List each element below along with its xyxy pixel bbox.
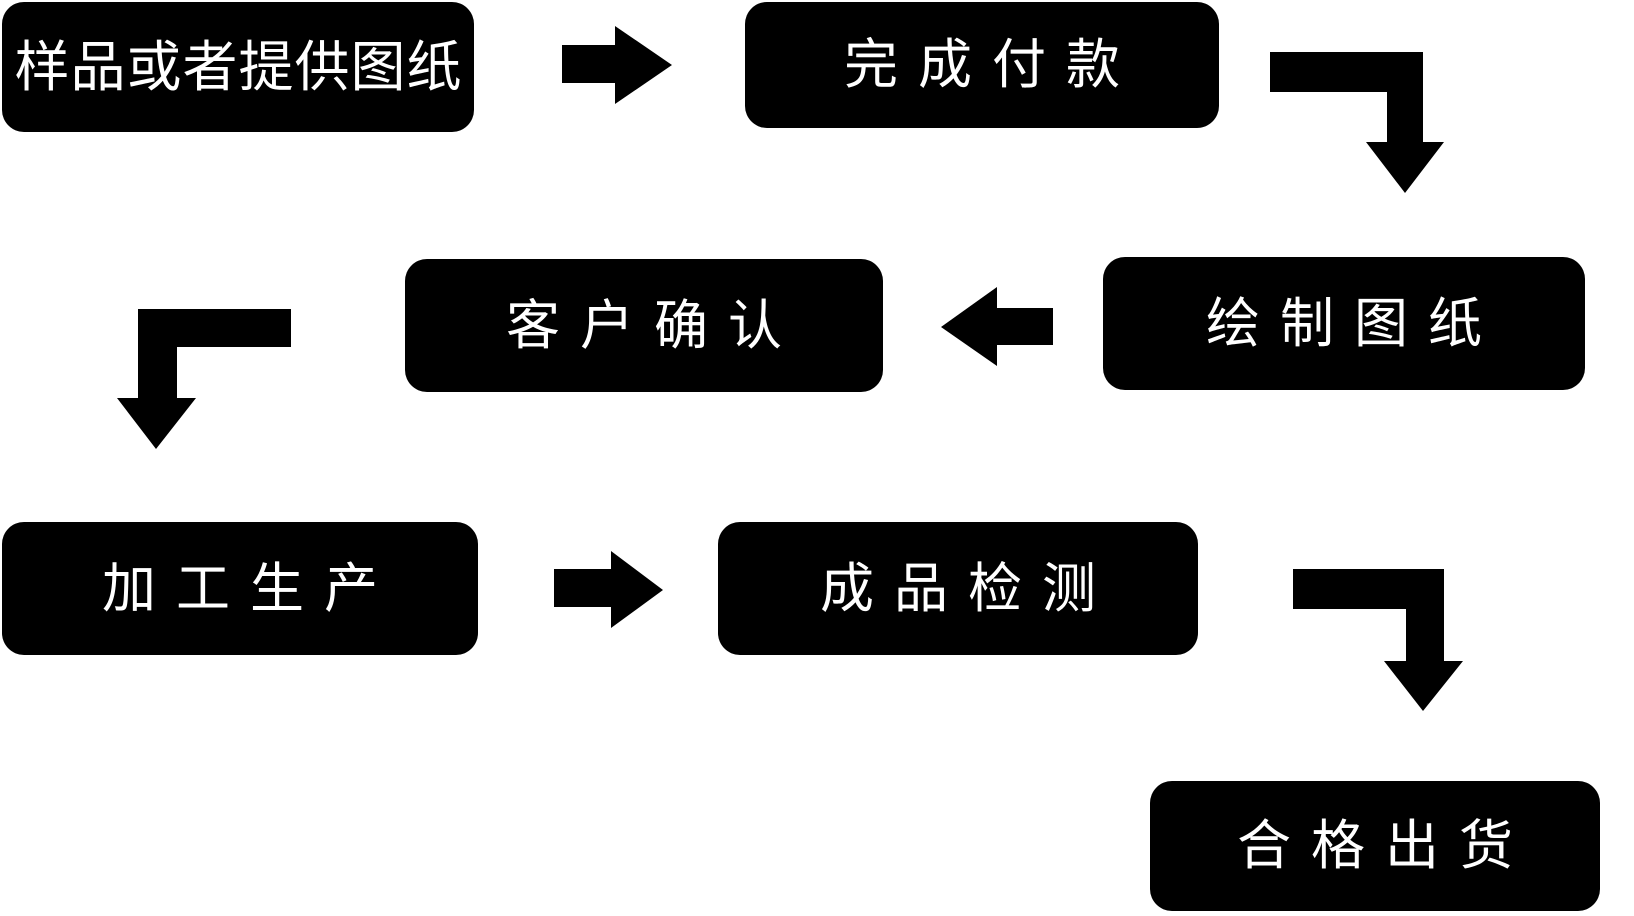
- flow-node-label: 合格出货: [1237, 816, 1533, 876]
- flow-node-label: 样品或者提供图纸: [14, 35, 463, 98]
- flow-node-label: 完成付款: [844, 35, 1140, 95]
- flow-node-label: 绘制图纸: [1206, 293, 1502, 354]
- arrow-corner-left-down-icon: [117, 309, 291, 449]
- arrow-corner-right-down-icon: [1270, 52, 1444, 193]
- flow-node-label: 成品检测: [820, 558, 1116, 619]
- flow-node-processing: 加工生产: [2, 522, 478, 655]
- arrow-right-icon: [554, 551, 663, 628]
- flow-node-qualified-shipment: 合格出货: [1150, 781, 1600, 911]
- flow-node-draw-drawings: 绘制图纸: [1103, 257, 1585, 390]
- flow-node-complete-payment: 完成付款: [745, 2, 1219, 128]
- arrow-right-icon: [562, 26, 672, 104]
- flow-node-sample-or-drawing: 样品或者提供图纸: [2, 2, 474, 132]
- flow-node-customer-confirm: 客户确认: [405, 259, 883, 392]
- flow-node-label: 加工生产: [102, 558, 398, 619]
- flow-node-label: 客户确认: [506, 295, 802, 356]
- arrow-corner-right-down-icon: [1293, 569, 1463, 711]
- flow-node-product-inspection: 成品检测: [718, 522, 1198, 655]
- arrow-left-icon: [941, 287, 1053, 366]
